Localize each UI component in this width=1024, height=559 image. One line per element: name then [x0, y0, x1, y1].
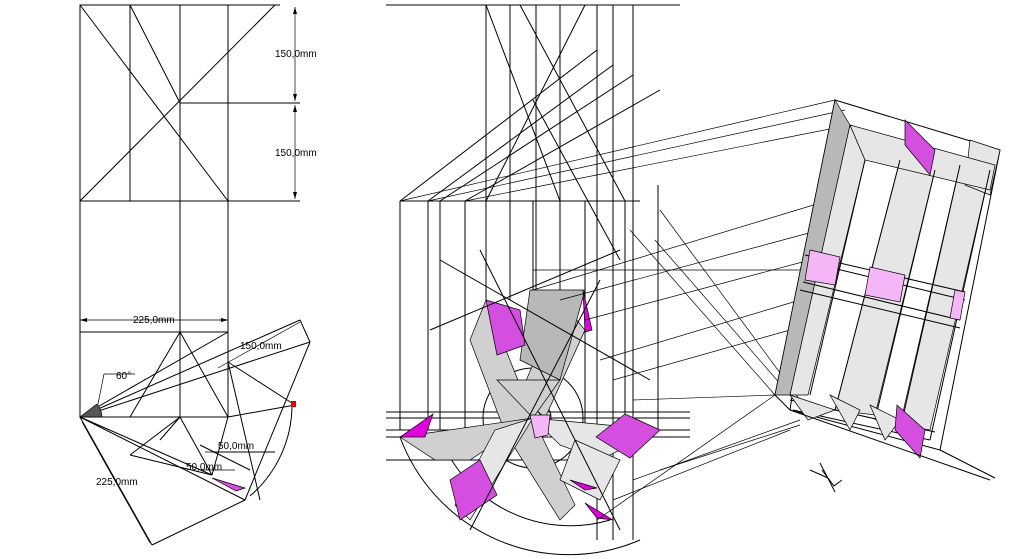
middle-projection-view	[386, 4, 690, 556]
light-magenta-center	[529, 414, 551, 439]
magenta-triangle-left	[211, 477, 247, 492]
dim-top-upper-label: 150,0mm	[275, 49, 317, 60]
light-magenta-band-mid	[864, 266, 906, 303]
projection-lines	[399, 99, 851, 521]
dim-diag-label: 225,0mm	[96, 477, 138, 488]
dim-small-a-label: 50,0mm	[218, 441, 254, 452]
magenta-triangle-3	[584, 502, 614, 521]
dim-side-label: 150,0mm	[240, 341, 282, 352]
left-orthographic-view	[78, 4, 311, 546]
dim-angle-label: 60°	[116, 371, 131, 382]
left-dimensions: 150,0mm 150,0mm 225,0mm 60° 150,0mm 50,0…	[80, 7, 317, 544]
magenta-rhomb-top	[904, 119, 936, 176]
break-symbol-icon	[809, 469, 843, 487]
angle-wedge-icon	[78, 403, 103, 418]
red-marker	[291, 401, 296, 407]
magenta-rhomb-bottom	[894, 404, 926, 459]
magenta-diamond-3	[449, 459, 498, 521]
magenta-triangle-4	[569, 479, 598, 491]
dim-small-b-label: 50,0mm	[186, 462, 222, 473]
magenta-triangle-2	[398, 413, 434, 438]
dim-top-lower-label: 150,0mm	[275, 148, 317, 159]
light-magenta-band-right	[949, 289, 966, 321]
light-magenta-band-left	[804, 249, 841, 286]
magenta-diamond-2	[595, 413, 661, 459]
right-auxiliary-view	[774, 99, 1001, 493]
dim-width-label: 225,0mm	[133, 315, 175, 326]
